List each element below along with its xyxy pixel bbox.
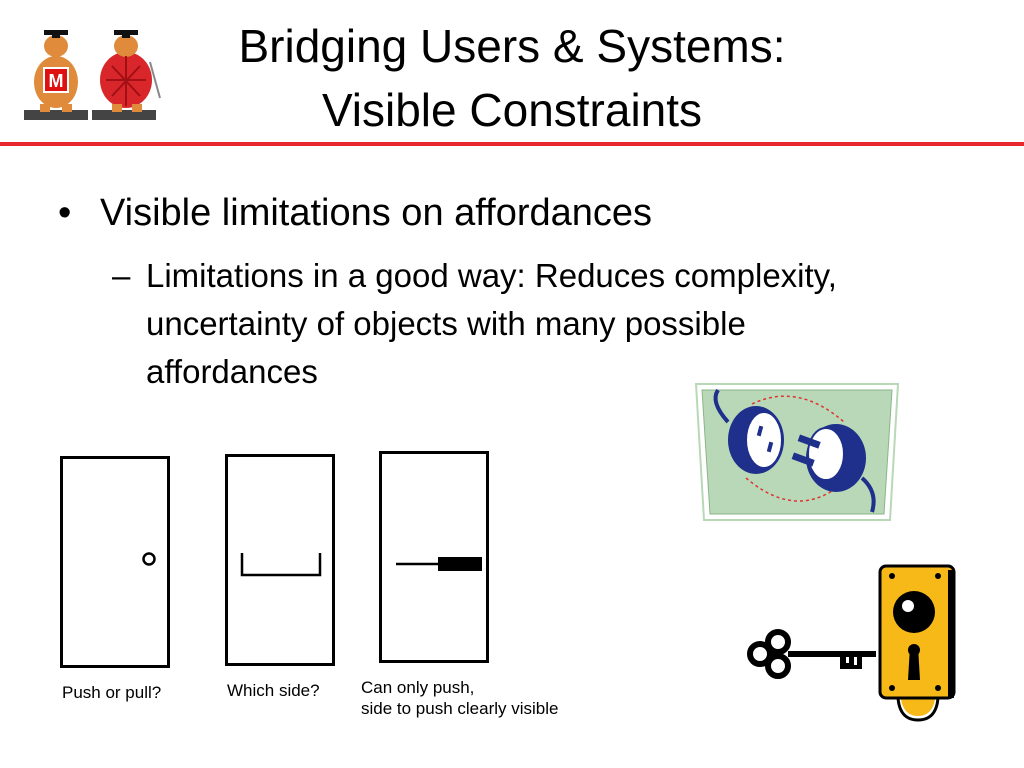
- door-which-side: [225, 454, 335, 666]
- bar-handle-icon: [240, 553, 322, 577]
- slide-title: Bridging Users & Systems: Visible Constr…: [150, 14, 874, 142]
- title-divider: [0, 142, 1024, 146]
- door-push-or-pull: [60, 456, 170, 668]
- key-icon: [747, 629, 876, 679]
- slide-title-line1: Bridging Users & Systems:: [238, 20, 786, 72]
- push-plate-icon: [396, 557, 482, 571]
- door-caption-which-side: Which side?: [227, 681, 320, 700]
- door-caption-line1: Can only push,: [361, 678, 475, 697]
- knob-icon: [142, 552, 156, 566]
- bullet-text: Visible limitations on affordances: [100, 192, 653, 234]
- door-caption-line2: side to push clearly visible: [361, 699, 559, 718]
- mascot-letter: M: [49, 71, 64, 91]
- bullet-marker: •: [58, 192, 72, 234]
- sub-bullet-text: Limitations in a good way: Reduces compl…: [146, 257, 837, 390]
- mascot-logo-icon: M: [24, 30, 161, 120]
- door-push-only: [379, 451, 489, 663]
- slide-title-line2: Visible Constraints: [321, 84, 703, 136]
- keyhole-lock-icon: [878, 564, 956, 722]
- sub-bullet-marker: –: [112, 257, 131, 294]
- plug-socket-icon: [694, 383, 900, 521]
- door-caption-push-or-pull: Push or pull?: [62, 683, 162, 702]
- door-caption-push-only: Can only push, side to push clearly visi…: [361, 677, 558, 719]
